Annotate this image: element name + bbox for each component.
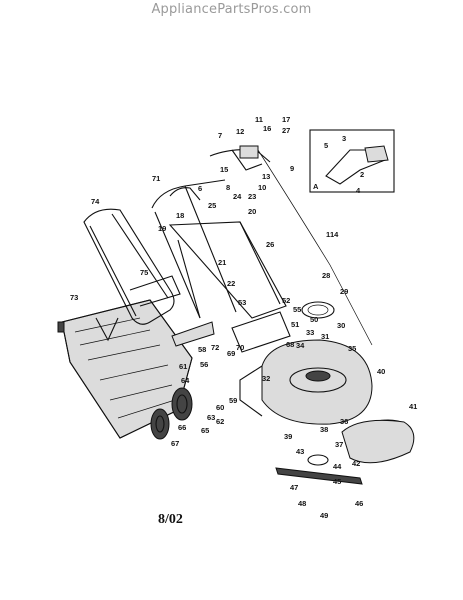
callout-42: 42: [352, 459, 360, 468]
callout-50: 50: [310, 315, 318, 324]
callout-38: 38: [320, 425, 328, 434]
grass-bag: [57, 299, 193, 439]
callout-45: 45: [333, 477, 341, 486]
callout-61: 61: [179, 362, 187, 371]
callout-29: 29: [340, 287, 348, 296]
callout-72: 72: [211, 343, 219, 352]
callout-60: 60: [216, 403, 224, 412]
callout-73: 73: [70, 293, 78, 302]
callout-65: 65: [201, 426, 209, 435]
callout-33: 33: [306, 328, 314, 337]
callout-11: 11: [255, 115, 263, 124]
callout-43: 43: [296, 447, 304, 456]
callout-34: 34: [296, 341, 305, 350]
inset-box: [309, 129, 395, 193]
callout-16: 16: [263, 124, 271, 133]
callout-68: 68: [286, 340, 294, 349]
callout-74: 74: [91, 197, 100, 206]
callout-67: 67: [171, 439, 179, 448]
rear-flap: [231, 311, 291, 353]
blade: [275, 467, 363, 485]
callout-39: 39: [284, 432, 292, 441]
callout-21: 21: [218, 258, 226, 267]
mower-deck: [239, 339, 373, 425]
callout-52: 52: [282, 296, 290, 305]
callout-26: 26: [266, 240, 274, 249]
callout-10: 10: [258, 183, 266, 192]
callout-44: 44: [333, 462, 342, 471]
callout-9: 9: [290, 164, 294, 173]
callout-24: 24: [233, 192, 242, 201]
callout-15: 15: [220, 165, 228, 174]
date-code: 8/02: [158, 512, 183, 527]
callout-47: 47: [290, 483, 298, 492]
callout-37: 37: [335, 440, 343, 449]
callout-8: 8: [226, 183, 230, 192]
callout-55: 55: [293, 305, 301, 314]
callout-40: 40: [377, 367, 385, 376]
callout-70: 70: [236, 343, 244, 352]
rear-wheels: [150, 387, 193, 440]
callout-22: 22: [227, 279, 235, 288]
watermark-text: AppliancePartsPros.com: [151, 2, 312, 17]
callout-71: 71: [152, 174, 160, 183]
callout-58: 58: [198, 345, 206, 354]
pulley-ring: [301, 301, 335, 319]
callout-13: 13: [262, 172, 270, 181]
callout-63: 63: [207, 413, 215, 422]
callout-28: 28: [322, 271, 330, 280]
callout-2: 2: [360, 170, 364, 179]
callout-41: 41: [409, 402, 417, 411]
callout-19: 19: [158, 224, 166, 233]
callout-14: 14: [330, 230, 339, 239]
callout-59: 59: [229, 396, 237, 405]
callout-25: 25: [208, 201, 216, 210]
callout-1: 1: [326, 230, 330, 239]
callout-4: 4: [356, 186, 361, 195]
control-cable: [257, 149, 373, 346]
callout-69: 69: [227, 349, 235, 358]
handle-assembly: [151, 145, 287, 319]
callout-17: 17: [282, 115, 290, 124]
callout-56: 56: [200, 360, 208, 369]
callout-32: 32: [262, 374, 270, 383]
callout-48: 48: [298, 499, 306, 508]
callout-27: 27: [282, 126, 290, 135]
callout-3: 3: [342, 134, 346, 143]
callout-20: 20: [248, 207, 256, 216]
callout-49: 49: [320, 511, 328, 520]
callout-66: 66: [178, 423, 186, 432]
callout-18: 18: [176, 211, 184, 220]
inset-label: A: [313, 182, 319, 191]
callout-75: 75: [140, 268, 148, 277]
callout-labels: 1234567891011121314151617181920212223242…: [70, 115, 417, 520]
callout-51: 51: [291, 320, 299, 329]
callout-64: 64: [181, 376, 190, 385]
callout-53: 53: [238, 298, 246, 307]
callout-12: 12: [236, 127, 244, 136]
callout-6: 6: [198, 184, 202, 193]
height-adjust-plate: [171, 321, 215, 347]
callout-7: 7: [218, 131, 222, 140]
callout-30: 30: [337, 321, 345, 330]
callout-35: 35: [348, 344, 356, 353]
bag-frame: [83, 208, 181, 325]
callout-46: 46: [355, 499, 363, 508]
callout-36: 36: [340, 417, 348, 426]
blade-adapter: [307, 454, 329, 466]
callout-31: 31: [321, 332, 329, 341]
shroud: [341, 419, 415, 464]
callout-62: 62: [216, 417, 224, 426]
callout-5: 5: [324, 141, 328, 150]
callout-23: 23: [248, 192, 256, 201]
